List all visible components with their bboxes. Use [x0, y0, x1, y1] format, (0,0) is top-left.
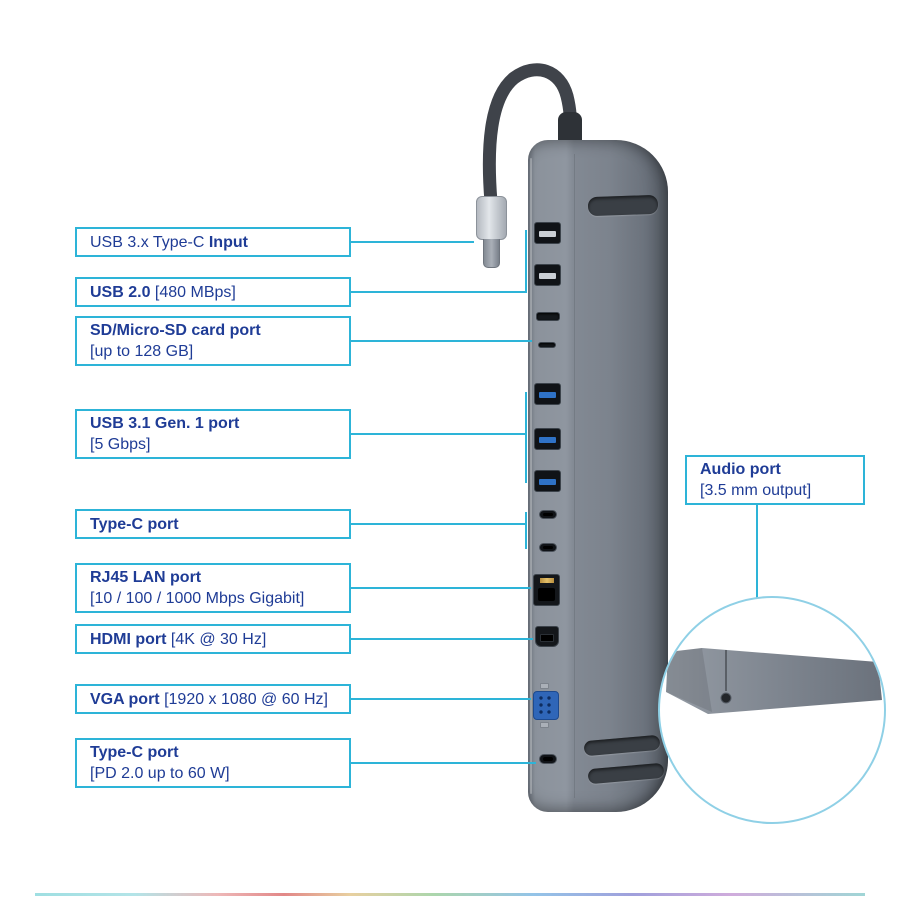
type-c-pd-port — [539, 754, 557, 764]
fold-out-stand — [666, 648, 882, 714]
leader-line-type-c — [351, 512, 527, 549]
type-c-port-1 — [539, 510, 557, 519]
sd-card-slot — [536, 312, 560, 321]
usb2-port-1 — [534, 222, 561, 244]
usb3-port-2 — [534, 428, 561, 450]
label-text-bold: Audio port — [700, 461, 781, 478]
vga-screw-bottom — [540, 722, 549, 728]
label-text-bold: Type-C port — [90, 744, 179, 761]
label-text-bold: VGA port — [90, 690, 160, 708]
callout-sd-card: SD/Micro-SD card port [up to 128 GB] — [75, 316, 351, 366]
usb3-port-3 — [534, 470, 561, 492]
label-text-bold: HDMI port — [90, 630, 167, 648]
label-text-bold: SD/Micro-SD card port — [90, 322, 261, 339]
callout-label: USB 3.x Type-C Input — [90, 232, 341, 253]
usb3-port-1 — [534, 383, 561, 405]
label-text: [3.5 mm output] — [700, 482, 812, 499]
vga-screw-top — [540, 683, 549, 689]
label-text-bold: USB 3.1 Gen. 1 port — [90, 415, 240, 432]
leader-line-usb31 — [351, 392, 527, 483]
callout-usb2: USB 2.0 [480 MBps] — [75, 277, 351, 307]
audio-jack-hole — [720, 692, 732, 704]
label-text: [PD 2.0 up to 60 W] — [90, 765, 230, 782]
grip-pad-top — [587, 194, 659, 217]
stand-detail — [666, 648, 882, 714]
callout-usb-c-input: USB 3.x Type-C Input — [75, 227, 351, 257]
label-text-bold: Input — [208, 233, 248, 251]
label-text-bold: USB 2.0 — [90, 283, 151, 301]
callout-type-c: Type-C port — [75, 509, 351, 539]
audio-port-magnifier — [658, 596, 886, 824]
callout-vga: VGA port [1920 x 1080 @ 60 Hz] — [75, 684, 351, 714]
bottom-color-strip — [35, 893, 865, 896]
stand-left-flap — [666, 648, 712, 712]
type-c-port-2 — [539, 543, 557, 552]
callout-hdmi: HDMI port [4K @ 30 Hz] — [75, 624, 351, 654]
usb-c-connector-body — [476, 196, 507, 240]
label-text: [up to 128 GB] — [90, 343, 194, 360]
label-text: USB 3.x Type-C — [90, 233, 209, 251]
usb-c-connector-plug — [483, 239, 500, 268]
label-text-bold: RJ45 LAN port — [90, 569, 202, 586]
callout-rj45: RJ45 LAN port [10 / 100 / 1000 Mbps Giga… — [75, 563, 351, 613]
hdmi-port — [535, 626, 559, 647]
label-text: [10 / 100 / 1000 Mbps Gigabit] — [90, 590, 305, 607]
callout-label: VGA port [1920 x 1080 @ 60 Hz] — [90, 689, 341, 710]
vga-port — [533, 691, 559, 720]
label-text: [5 Gbps] — [90, 436, 151, 453]
micro-sd-card-slot — [538, 342, 556, 348]
callout-usb31: USB 3.1 Gen. 1 port [5 Gbps] — [75, 409, 351, 459]
label-text-bold: Type-C port — [90, 515, 179, 533]
label-text: [480 MBps] — [150, 283, 236, 301]
callout-audio: Audio port [3.5 mm output] — [685, 455, 865, 505]
callout-label: HDMI port [4K @ 30 Hz] — [90, 629, 341, 650]
callout-label: USB 2.0 [480 MBps] — [90, 282, 341, 303]
rj45-lan-port — [533, 574, 560, 606]
label-text: [4K @ 30 Hz] — [166, 630, 267, 648]
usb2-port-2 — [534, 264, 561, 286]
label-text: [1920 x 1080 @ 60 Hz] — [159, 690, 328, 708]
callout-type-c-pd: Type-C port [PD 2.0 up to 60 W] — [75, 738, 351, 788]
